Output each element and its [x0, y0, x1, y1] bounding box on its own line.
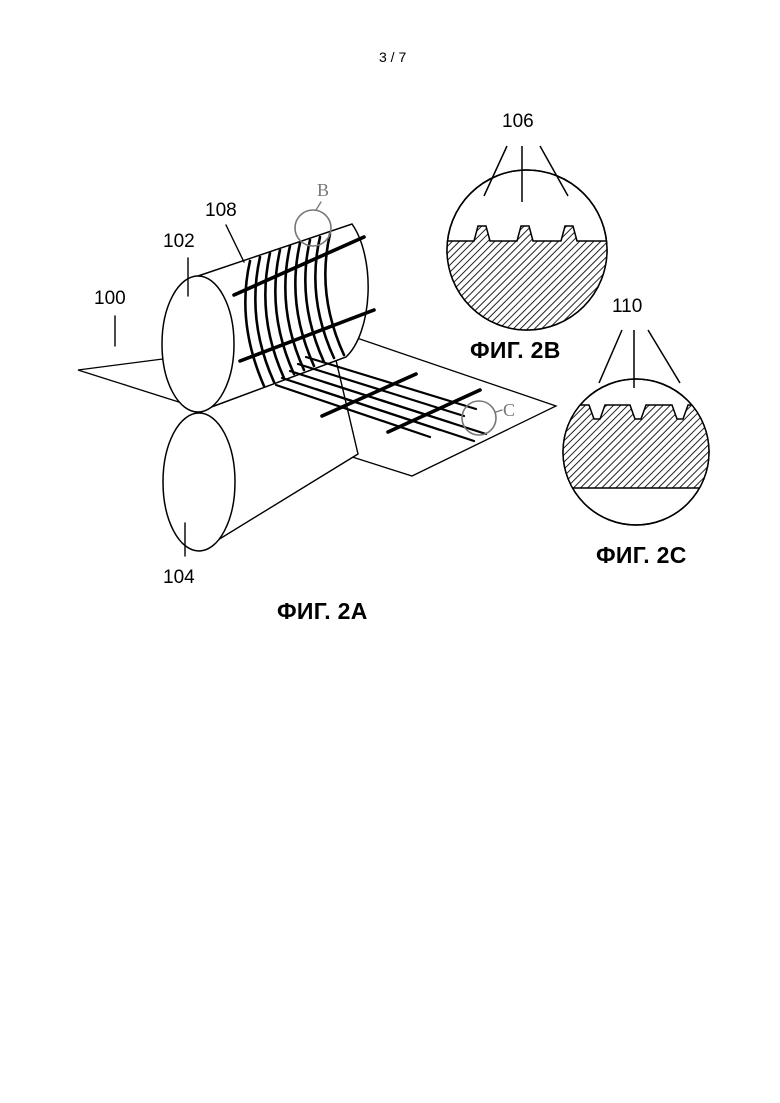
label-106: 106: [502, 112, 534, 131]
caption-fig-2a: ФИГ. 2А: [277, 600, 368, 623]
fig-2b-drawing: [440, 146, 620, 340]
fig-2c-drawing: [550, 330, 720, 525]
label-110: 110: [612, 297, 642, 316]
label-upper-roll-102: 102: [163, 232, 195, 251]
caption-fig-2b: ФИГ. 2В: [470, 339, 561, 362]
label-detail-c: C: [503, 401, 515, 419]
label-grooves-108: 108: [205, 201, 237, 220]
label-lower-roll-104: 104: [163, 568, 195, 587]
label-sheet-100: 100: [94, 289, 126, 308]
label-detail-b: B: [317, 181, 329, 199]
caption-fig-2c: ФИГ. 2С: [596, 544, 687, 567]
